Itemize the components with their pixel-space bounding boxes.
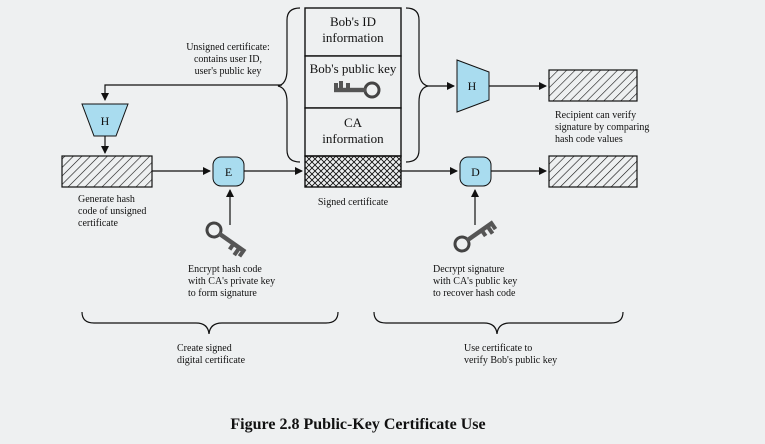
svg-text:CA: CA: [344, 115, 363, 130]
svg-text:certificate: certificate: [78, 218, 119, 229]
use-label: Use certificate to verify Bob's public k…: [464, 343, 557, 366]
decrypt-node: D: [459, 156, 492, 187]
create-brace: [81, 311, 339, 335]
recipient-label: Recipient can verify signature by compar…: [555, 110, 649, 145]
generate-hash-label: Generate hash code of unsigned certifica…: [78, 194, 146, 229]
svg-text:hash code values: hash code values: [555, 134, 623, 145]
certificate-public-key-label: Bob's public key: [310, 61, 397, 76]
svg-text:with CA's public key: with CA's public key: [433, 276, 517, 287]
svg-text:Create signed: Create signed: [177, 343, 232, 354]
svg-text:Generate hash: Generate hash: [78, 194, 135, 205]
svg-text:Unsigned certificate:: Unsigned certificate:: [186, 42, 270, 53]
svg-text:Recipient can verify: Recipient can verify: [555, 110, 636, 121]
encrypt-node-label: E: [225, 165, 232, 179]
unsigned-certificate-arrow: [101, 84, 282, 101]
figure-title: Figure 2.8 Public-Key Certificate Use: [230, 416, 485, 433]
svg-text:contains user ID,: contains user ID,: [194, 54, 262, 65]
recovered-hash-block: [548, 155, 638, 188]
hash-function-left: H: [81, 103, 129, 137]
svg-text:user's public key: user's public key: [195, 66, 262, 77]
hash-function-right: H: [456, 59, 490, 113]
hash-code-block-left: [61, 155, 153, 188]
svg-text:information: information: [322, 30, 384, 45]
svg-text:to recover hash code: to recover hash code: [433, 288, 516, 299]
certificate: [304, 7, 402, 188]
decrypt-node-label: D: [471, 165, 480, 179]
svg-text:Bob's ID: Bob's ID: [330, 14, 376, 29]
svg-text:digital certificate: digital certificate: [177, 355, 246, 366]
svg-text:Use certificate to: Use certificate to: [464, 343, 532, 354]
private-key-icon: [201, 218, 251, 261]
svg-text:Decrypt signature: Decrypt signature: [433, 264, 505, 275]
svg-text:to form signature: to form signature: [188, 288, 257, 299]
create-label: Create signed digital certificate: [177, 343, 246, 366]
certificate-left-brace: [277, 7, 301, 163]
encrypt-node: E: [212, 156, 245, 187]
certificate-right-brace: [405, 7, 429, 163]
hash-function-right-label: H: [468, 79, 477, 93]
svg-text:code of unsigned: code of unsigned: [78, 206, 146, 217]
svg-text:with CA's private key: with CA's private key: [188, 276, 275, 287]
signed-certificate-label: Signed certificate: [318, 197, 389, 208]
svg-text:verify Bob's public key: verify Bob's public key: [464, 355, 557, 366]
svg-text:signature by comparing: signature by comparing: [555, 122, 649, 133]
unsigned-certificate-label: Unsigned certificate: contains user ID, …: [186, 42, 270, 77]
certificate-ca-info: CA information: [322, 115, 384, 146]
svg-text:information: information: [322, 131, 384, 146]
svg-text:Encrypt hash code: Encrypt hash code: [188, 264, 262, 275]
hash-function-left-label: H: [101, 114, 110, 128]
decrypt-label: Decrypt signature with CA's public key t…: [433, 264, 517, 299]
certificate-id-info: Bob's ID information: [322, 14, 384, 45]
use-brace: [373, 311, 624, 335]
encrypt-label: Encrypt hash code with CA's private key …: [188, 264, 275, 299]
signature-block: [304, 155, 402, 188]
computed-hash-block: [548, 69, 638, 102]
